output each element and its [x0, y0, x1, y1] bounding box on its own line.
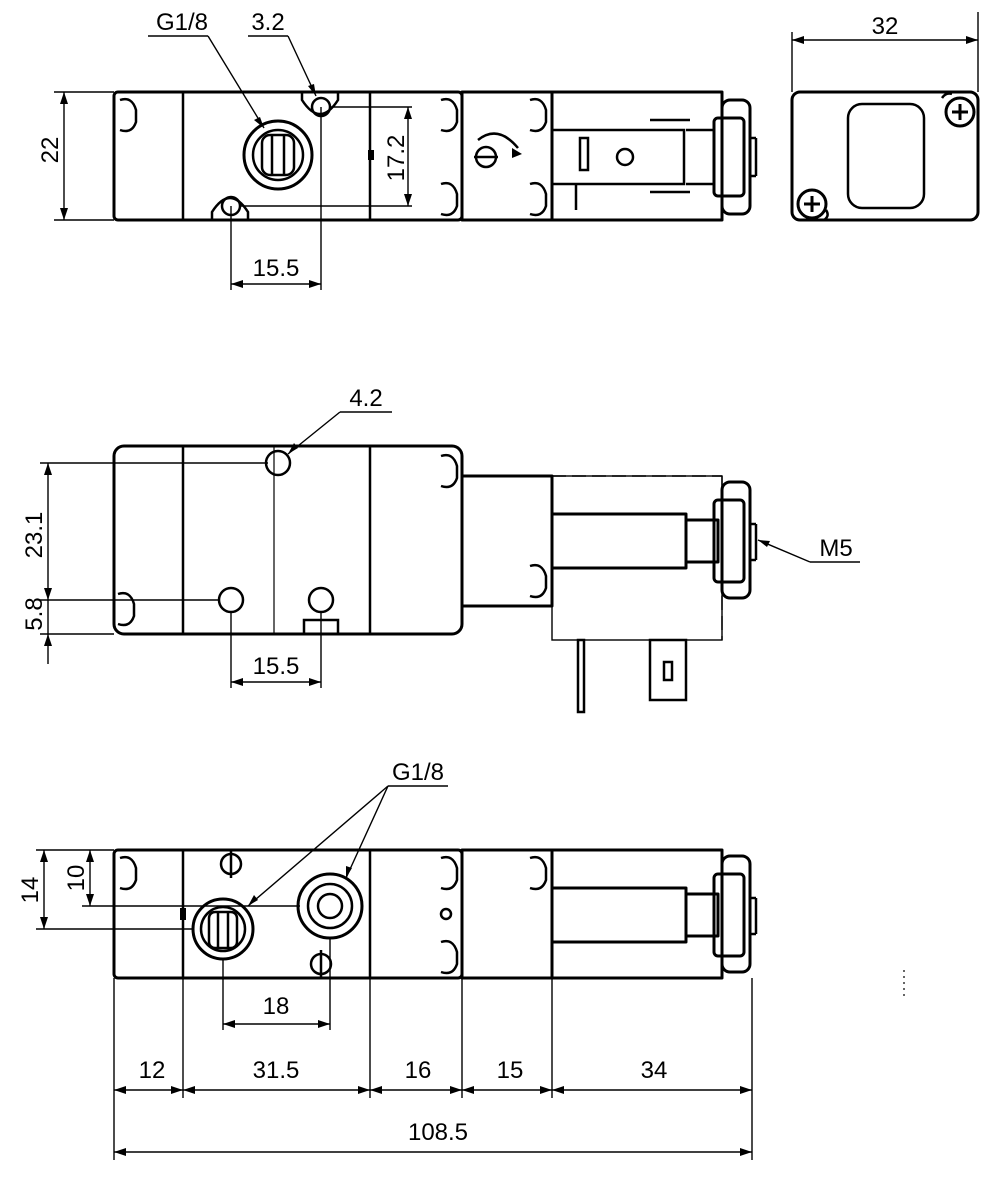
side-view: 23.1 5.8 15.5 4.2 M5: [21, 385, 860, 714]
segment-label: 34: [641, 1057, 668, 1084]
side-thread-label: M5: [819, 535, 852, 562]
screw-icon: [944, 96, 976, 128]
side-view-hole: [264, 449, 292, 477]
side-height-upper-label: 23.1: [21, 512, 48, 559]
screw-icon: [796, 188, 828, 220]
overall-length-label: 108.5: [408, 1119, 468, 1146]
bottom-view: 14 10 18 G1/8 12 31.5 1: [17, 759, 905, 1160]
side-hole-spacing-h-label: 15.5: [253, 653, 300, 680]
top-view-port: [242, 119, 314, 191]
segment-label: 15: [497, 1057, 524, 1084]
segment-label: 31.5: [253, 1057, 300, 1084]
bottom-view-valve-body: [112, 848, 464, 980]
bottom-offset-outer-label: 14: [17, 877, 44, 904]
segment-label: 12: [139, 1057, 166, 1084]
top-view: 22 17.2 15.5 G1/8 3.2: [37, 9, 758, 290]
side-hole-label: 4.2: [349, 385, 382, 412]
top-hole-label: 3.2: [251, 9, 284, 36]
side-view-override-section: [460, 474, 554, 608]
side-view-valve-body: [112, 444, 464, 636]
top-port-label: G1/8: [156, 9, 208, 36]
end-width-label: 32: [872, 13, 899, 40]
top-view-coil: [550, 90, 724, 222]
side-height-lower-label: 5.8: [21, 597, 48, 630]
bottom-port-spacing-label: 18: [263, 993, 290, 1020]
bottom-view-override-section: [460, 848, 554, 980]
bottom-offset-inner-label: 10: [63, 865, 90, 892]
end-view-body: [790, 90, 980, 222]
bottom-port-label: G1/8: [392, 759, 444, 786]
top-height-label: 22: [37, 137, 64, 164]
connector-terminal: [648, 638, 688, 702]
connector-pin: [576, 638, 586, 714]
end-view: 32: [790, 12, 980, 222]
bottom-view-coil: [550, 848, 724, 980]
segment-label: 16: [405, 1057, 432, 1084]
top-hole-spacing-h-label: 15.5: [253, 255, 300, 282]
top-hole-spacing-v-label: 17.2: [383, 135, 410, 182]
